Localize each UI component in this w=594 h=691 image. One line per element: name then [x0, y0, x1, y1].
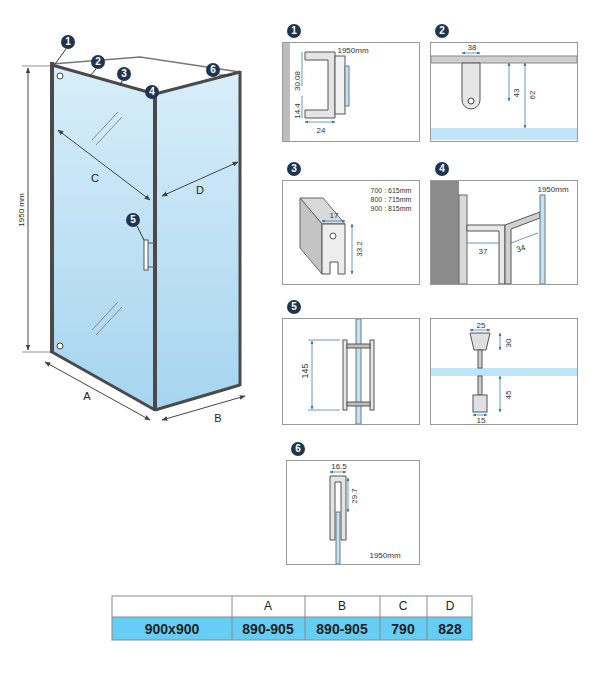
detail-panel: 25 30 45 15 [430, 318, 578, 425]
dimension-label: 15 [477, 417, 486, 425]
detail-panel: 616.529.71950mm [286, 460, 420, 565]
dimension-label: 33.2 [356, 241, 364, 257]
table-header: A [264, 600, 272, 612]
callout-number: 4 [145, 85, 159, 99]
detail-panel: 11950mm30.0814.424 [282, 42, 420, 142]
detail-panel: 2384362 [430, 42, 578, 142]
table-cell: 890-905 [242, 622, 293, 636]
dimension-label: 800 : 715mm [371, 196, 412, 203]
callout-number: 1 [65, 37, 71, 47]
table-header: B [338, 600, 346, 612]
dimension-letter: A [83, 391, 90, 402]
table-cell: 900x900 [145, 622, 200, 636]
enclosure-drawing [22, 49, 245, 420]
dimension-label: 38 [468, 44, 477, 52]
callout-number: 5 [287, 300, 301, 314]
dimension-label: 700 : 615mm [371, 187, 412, 194]
dimension-label: 145 [301, 363, 310, 378]
side-profile-detail [330, 472, 348, 564]
callout-number: 3 [287, 162, 301, 176]
dimension-label: 34 [515, 244, 526, 255]
dimension-label: 16.5 [331, 463, 347, 471]
standoff-detail [431, 330, 577, 415]
callout-number: 6 [291, 442, 305, 456]
detail-panel: 41950mm3734 [430, 180, 578, 285]
dimension-label: 14.4 [294, 103, 302, 119]
handle-detail [308, 319, 374, 424]
callout-number: 3 [117, 67, 131, 81]
dimension-label: 1950mm [537, 186, 568, 194]
hinge-detail [431, 53, 577, 140]
callout-number: 6 [206, 63, 220, 77]
dimension-letter: D [196, 185, 204, 196]
dimension-label: 25 [477, 322, 486, 330]
dimension-label: 30.08 [294, 71, 302, 91]
dimension-letter: C [91, 173, 99, 184]
callout-number: 1 [287, 24, 301, 38]
callout-number: 6 [210, 65, 216, 75]
dimension-label: 24 [317, 127, 326, 135]
callout-number: 5 [130, 215, 136, 225]
dimension-label: 17 [330, 212, 339, 220]
callout-number: 4 [435, 162, 449, 176]
top-rail-detail [300, 198, 352, 274]
callout-number: 3 [121, 69, 127, 79]
callout-number: 2 [435, 24, 449, 38]
table-header: D [446, 600, 455, 612]
table-cell: 890-905 [316, 622, 367, 636]
dimension-label: 37 [479, 248, 488, 256]
table-cell: 790 [391, 622, 414, 636]
dimension-label: 900 : 815mm [371, 205, 412, 212]
callout-number: 5 [126, 213, 140, 227]
table-header: C [399, 600, 408, 612]
detail-panel: 5145 [282, 318, 420, 425]
dimension-label: 30 [505, 339, 513, 348]
wall-profile-detail [283, 43, 349, 141]
callout-number: 2 [91, 55, 105, 69]
dimension-label: 29.7 [351, 488, 359, 504]
dimension-label: 62 [529, 91, 537, 100]
detail-panel: 3700 : 615mm800 : 715mm900 : 815mm1733.2 [282, 180, 420, 285]
callout-number: 1 [61, 35, 75, 49]
callout-number: 2 [95, 57, 101, 67]
dimension-label: 45 [505, 391, 513, 400]
callout-number: 4 [149, 87, 155, 97]
dimension-label: 1950mm [337, 47, 368, 55]
table-cell: 828 [438, 622, 461, 636]
dimension-label: 1950 mm [18, 191, 26, 228]
dimension-label: 43 [513, 89, 521, 98]
dimension-letter: B [214, 413, 221, 424]
corner-profile-detail [431, 181, 545, 284]
size-table [112, 596, 472, 640]
dimension-label: 1950mm [369, 552, 400, 560]
